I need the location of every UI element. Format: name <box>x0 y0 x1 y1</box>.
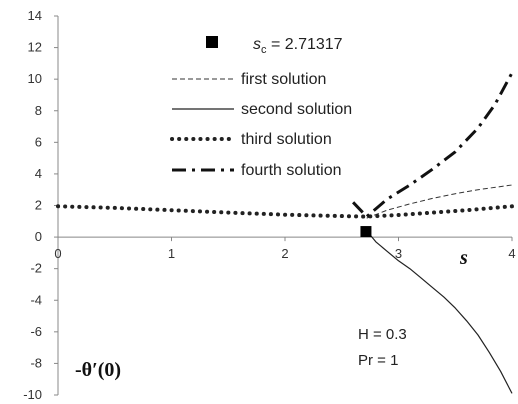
legend-critical-marker <box>206 36 218 48</box>
x-tick-label: 2 <box>281 246 288 261</box>
series-lines <box>56 72 514 394</box>
x-axis-label: s <box>459 247 468 269</box>
legend-label-third: third solution <box>241 131 332 148</box>
x-tick-label: 3 <box>395 246 402 261</box>
series-line-1 <box>366 184 513 219</box>
series-line-4 <box>352 72 514 219</box>
legend-label-second: second solution <box>241 101 352 118</box>
legend-critical-label: sc = 2.71317 <box>253 36 343 56</box>
x-tick-label: 1 <box>168 246 175 261</box>
annotation-h: H = 0.3 <box>358 326 407 343</box>
y-tick-label: 10 <box>28 71 42 86</box>
critical-point-marker <box>360 226 372 238</box>
x-tick-label: 4 <box>508 246 515 261</box>
y-tick-label: 0 <box>35 229 42 244</box>
y-tick-label: 4 <box>35 166 42 181</box>
series-line-3 <box>56 204 514 219</box>
y-tick-label: 6 <box>35 134 42 149</box>
x-tick-label: 0 <box>54 246 61 261</box>
y-tick-label: 8 <box>35 103 42 118</box>
y-tick-label: -4 <box>30 292 42 307</box>
y-tick-label: -10 <box>23 387 42 402</box>
y-tick-label: -2 <box>30 261 42 276</box>
y-tick-label: 2 <box>35 198 42 213</box>
y-tick-label: -6 <box>30 324 42 339</box>
series-line-2 <box>366 230 513 394</box>
y-tick-label: 14 <box>28 8 42 23</box>
y-axis-label: -θ′(0) <box>75 359 121 381</box>
legend-label-fourth: fourth solution <box>241 162 342 179</box>
legend-label-first: first solution <box>241 71 326 88</box>
y-tick-label: 12 <box>28 40 42 55</box>
y-tick-label: -8 <box>30 355 42 370</box>
legend: sc = 2.71317 first solution second solut… <box>170 36 352 179</box>
annotation-pr: Pr = 1 <box>358 352 398 369</box>
